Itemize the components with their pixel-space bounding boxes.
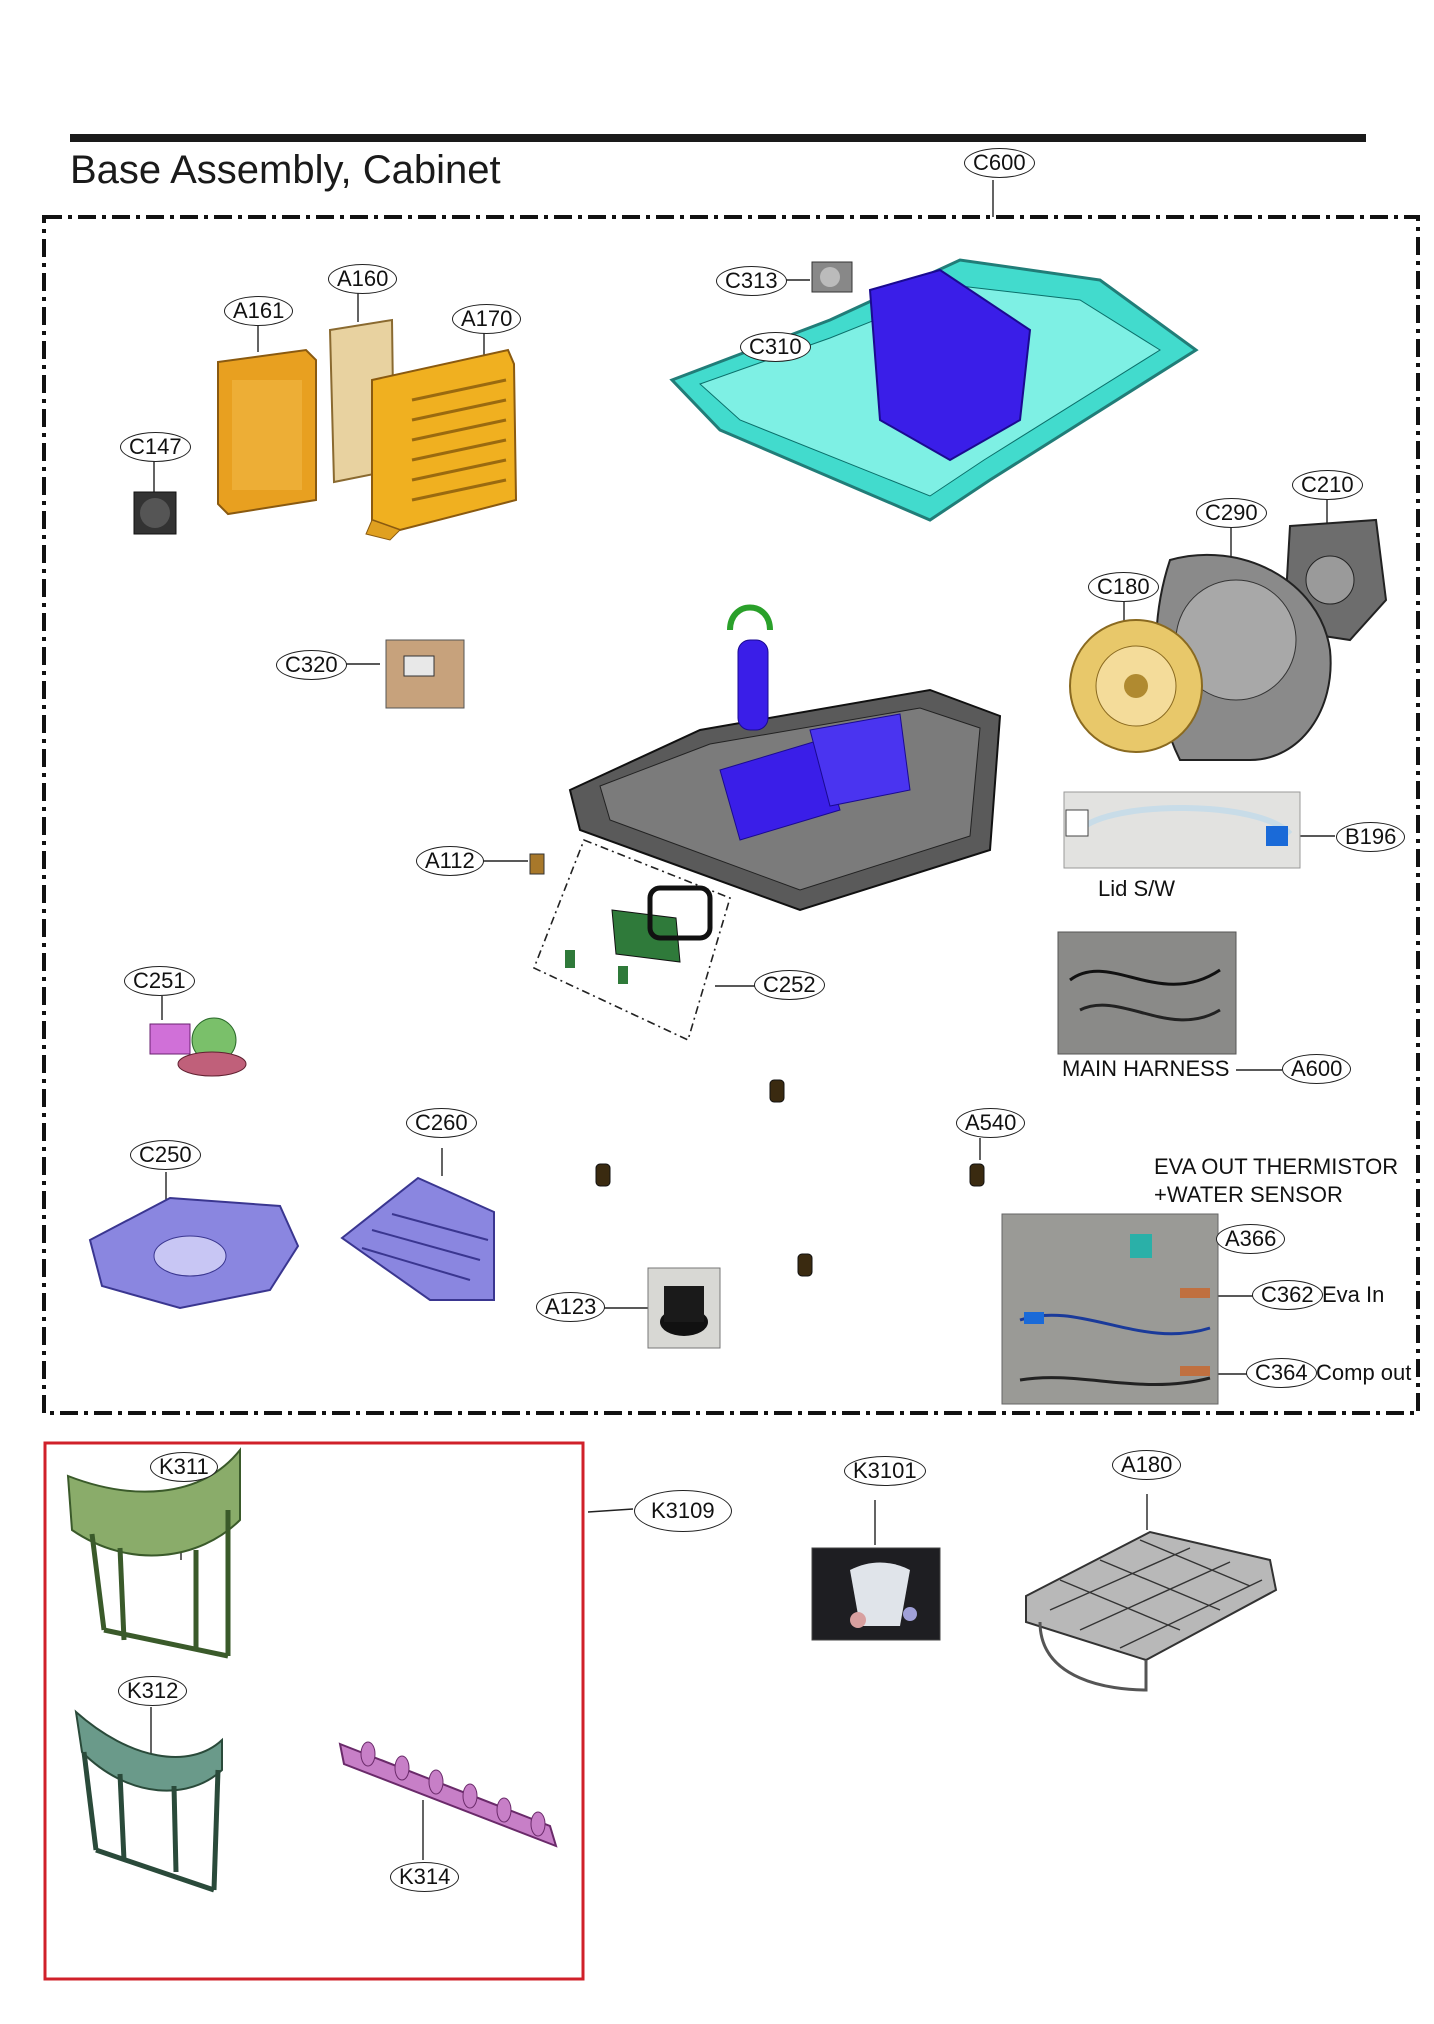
label-c290: C290	[1196, 498, 1267, 528]
caption-main-harness: MAIN HARNESS	[1062, 1056, 1230, 1081]
label-k314: K314	[390, 1862, 460, 1892]
c310-part	[669, 258, 1199, 522]
k314-part	[338, 1741, 558, 1848]
c290-part	[1155, 553, 1332, 761]
a123-part	[647, 1267, 721, 1349]
title-rule	[70, 134, 1366, 142]
label-a112: A112	[416, 846, 484, 876]
page-title: Base Assembly, Cabinet	[70, 148, 501, 192]
label-c260: C260	[406, 1108, 477, 1138]
label-k3101: K3101	[844, 1456, 926, 1486]
label-k311: K311	[150, 1452, 218, 1482]
sensor-photo-part	[1001, 1213, 1219, 1405]
label-a123: A123	[536, 1292, 606, 1322]
b196-part	[1063, 791, 1301, 869]
label-c180: C180	[1088, 572, 1159, 602]
label-a600: A600	[1282, 1054, 1352, 1084]
label-c600: C600	[964, 148, 1035, 178]
caption-comp-out: Comp out	[1316, 1360, 1412, 1385]
label-c310: C310	[740, 332, 811, 362]
label-a160: A160	[328, 264, 398, 294]
label-c364: C364	[1246, 1358, 1317, 1388]
a180-part	[1025, 1530, 1278, 1692]
a170-part	[365, 348, 518, 541]
caption-lid-sw: Lid S/W	[1098, 876, 1176, 901]
foot-parts	[595, 1079, 985, 1277]
base-unit-part	[568, 604, 1002, 912]
c313-part	[811, 261, 853, 293]
label-c147: C147	[120, 432, 191, 462]
label-c362: C362	[1252, 1280, 1323, 1310]
label-a366: A366	[1216, 1224, 1286, 1254]
label-a161: A161	[224, 296, 294, 326]
c147-part	[133, 491, 177, 535]
a161-part	[217, 348, 317, 516]
c252-part	[532, 838, 731, 1042]
c251-part	[149, 1017, 247, 1077]
label-c313: C313	[716, 266, 787, 296]
c320-part	[385, 639, 465, 709]
label-c250: C250	[130, 1140, 201, 1170]
caption-eva-out-line2: +WATER SENSOR	[1154, 1182, 1343, 1207]
c250-part	[88, 1196, 300, 1310]
cabinet-frame	[42, 215, 1420, 1415]
label-a540: A540	[956, 1108, 1026, 1138]
label-a180: A180	[1112, 1450, 1182, 1480]
c180-part	[1069, 619, 1203, 753]
k3101-part	[811, 1547, 941, 1641]
label-c210: C210	[1292, 470, 1363, 500]
label-k3109: K3109	[634, 1490, 732, 1532]
c260-part	[340, 1176, 495, 1301]
a112-part	[529, 853, 545, 875]
caption-eva-in: Eva In	[1322, 1282, 1385, 1307]
label-a170: A170	[452, 304, 522, 334]
label-c251: C251	[124, 966, 195, 996]
label-c320: C320	[276, 650, 347, 680]
k3109-box	[43, 1441, 585, 1981]
k312-part	[74, 1709, 223, 1893]
caption-eva-out-line1: EVA OUT THERMISTOR	[1154, 1154, 1399, 1179]
label-c252: C252	[754, 970, 825, 1000]
label-b196: B196	[1336, 822, 1406, 852]
k311-part	[66, 1447, 241, 1659]
a600-part	[1057, 931, 1237, 1055]
label-k312: K312	[118, 1676, 188, 1706]
